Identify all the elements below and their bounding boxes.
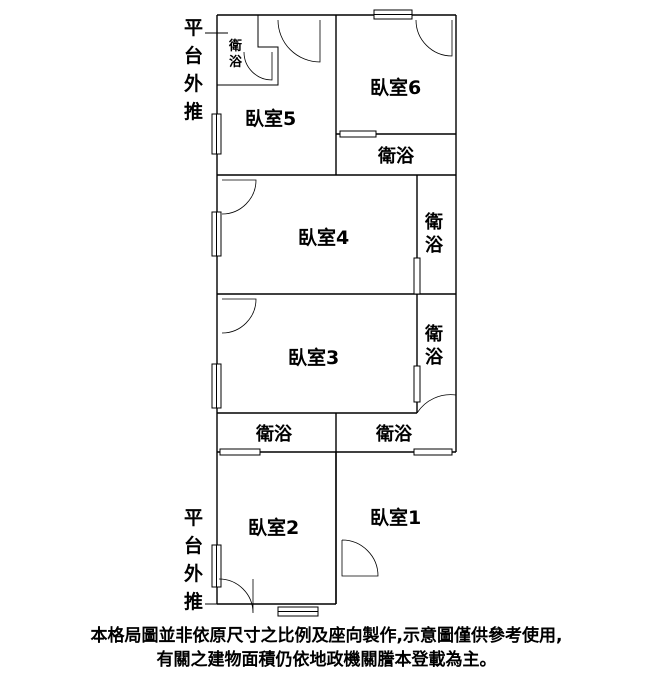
disclaimer-line-1: 本格局圖並非依原尺寸之比例及座向製作,示意圖僅供參考使用,: [90, 626, 563, 646]
platform-bottom-char-2: 台: [184, 534, 203, 557]
room-bedroom-5: 臥室5: [245, 107, 296, 130]
bath-middle-left: 衛浴: [255, 423, 293, 445]
walls: [205, 14, 457, 605]
floor-plan: 臥室5 臥室6 臥室4 臥室3 臥室2 臥室1 衛 浴 衛浴 衛 浴 衛 浴 衛…: [184, 9, 457, 617]
doors: [218, 19, 457, 614]
bath-room3-line1: 衛: [424, 323, 443, 345]
room-bedroom-1: 臥室1: [370, 506, 421, 529]
disclaimer: 本格局圖並非依原尺寸之比例及座向製作,示意圖僅供參考使用, 有關之建物面積仍依地…: [0, 624, 653, 672]
platform-top-char-1: 平: [184, 17, 203, 39]
platform-top-char-4: 推: [184, 100, 203, 123]
bath-room3-line2: 浴: [425, 347, 444, 368]
room-bedroom-2: 臥室2: [248, 516, 299, 539]
bath-room6: 衛浴: [377, 145, 415, 167]
room-bedroom-3: 臥室3: [288, 346, 339, 369]
room-bedroom-4: 臥室4: [298, 226, 349, 249]
bath-room5-line1: 衛: [228, 38, 242, 54]
bath-room4-line1: 衛: [424, 211, 443, 233]
platform-bottom-char-1: 平: [184, 507, 203, 529]
bath-room4-line2: 浴: [425, 235, 444, 256]
platform-top-char-2: 台: [184, 44, 203, 67]
platform-top-char-3: 外: [184, 72, 203, 95]
bath-room5-line2: 浴: [229, 54, 243, 70]
bath-middle-right: 衛浴: [375, 423, 413, 445]
platform-bottom-char-3: 外: [184, 562, 203, 585]
windows: [211, 9, 453, 617]
room-bedroom-6: 臥室6: [370, 76, 421, 99]
disclaimer-line-2: 有關之建物面積仍依地政機關謄本登載為主。: [156, 650, 497, 670]
platform-bottom-char-4: 推: [184, 590, 203, 613]
